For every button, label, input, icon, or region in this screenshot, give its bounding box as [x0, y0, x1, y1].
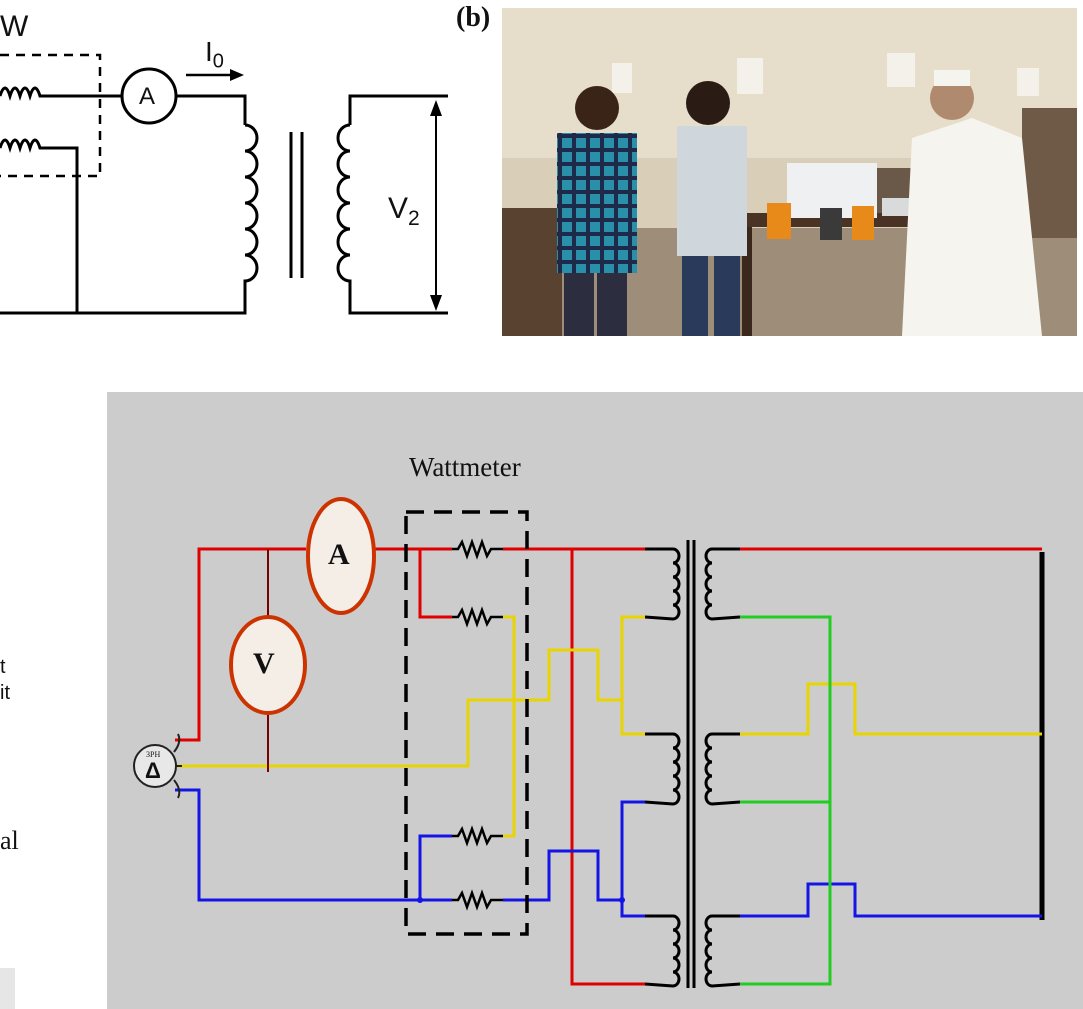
primary-lead-bottom [0, 285, 247, 315]
wattmeter-box [0, 53, 102, 178]
current-coil [0, 86, 122, 102]
side-text-line-1: t [0, 656, 6, 678]
lab-photo-illustration [502, 8, 1077, 336]
side-text-line-3: al [0, 826, 19, 855]
wattmeter-coils [452, 538, 503, 911]
transformer-windings [644, 540, 1045, 988]
red-phase-wiring [175, 547, 1042, 986]
source-terminal-arcs [173, 733, 182, 799]
primary-lead-top [177, 94, 247, 125]
panel-c-voltmeter-label: V [253, 647, 275, 680]
voltage-arrowhead-top [430, 100, 442, 116]
side-text-line-2: it [0, 682, 10, 704]
source-label-bottom: Δ [145, 758, 161, 783]
panel-c-ammeter-label: A [328, 538, 350, 571]
panel-b-label: (b) [456, 2, 491, 33]
voltage-subscript: 2 [408, 207, 420, 230]
panel-a-current-label: I0 [205, 36, 224, 74]
current-arrowhead [230, 69, 244, 81]
ammeter-ring [306, 497, 376, 615]
lab-photo [502, 8, 1077, 336]
current-symbol: I [205, 36, 213, 67]
secondary-lead-bottom [348, 285, 448, 315]
voltage-coil [0, 138, 79, 313]
ammeter-circle [120, 67, 178, 125]
green-neutral-wiring [740, 615, 832, 986]
primary-winding [243, 123, 259, 285]
voltage-symbol: V [388, 192, 409, 225]
source-label-top: 3PH [146, 750, 161, 759]
voltmeter-ring [229, 615, 307, 715]
current-subscript: 0 [212, 50, 224, 73]
wattmeter-dashed-box [404, 510, 529, 936]
panel-a-circuit [0, 53, 448, 315]
voltage-arrowhead-bottom [430, 295, 442, 311]
secondary-winding [336, 123, 352, 285]
panel-a-ammeter-label: A [139, 83, 156, 110]
panel-c-circuit [133, 497, 1045, 988]
panel-a-voltage-label: V2 [388, 192, 420, 231]
side-gray-box [0, 968, 15, 1009]
blue-phase-wiring [175, 788, 1042, 918]
panel-c-title: Wattmeter [409, 452, 521, 482]
secondary-lead-top [348, 94, 448, 125]
junction-dots [417, 897, 625, 903]
panel-a-arrowheads [230, 69, 442, 311]
panel-a-wattmeter-label: W [0, 10, 29, 43]
